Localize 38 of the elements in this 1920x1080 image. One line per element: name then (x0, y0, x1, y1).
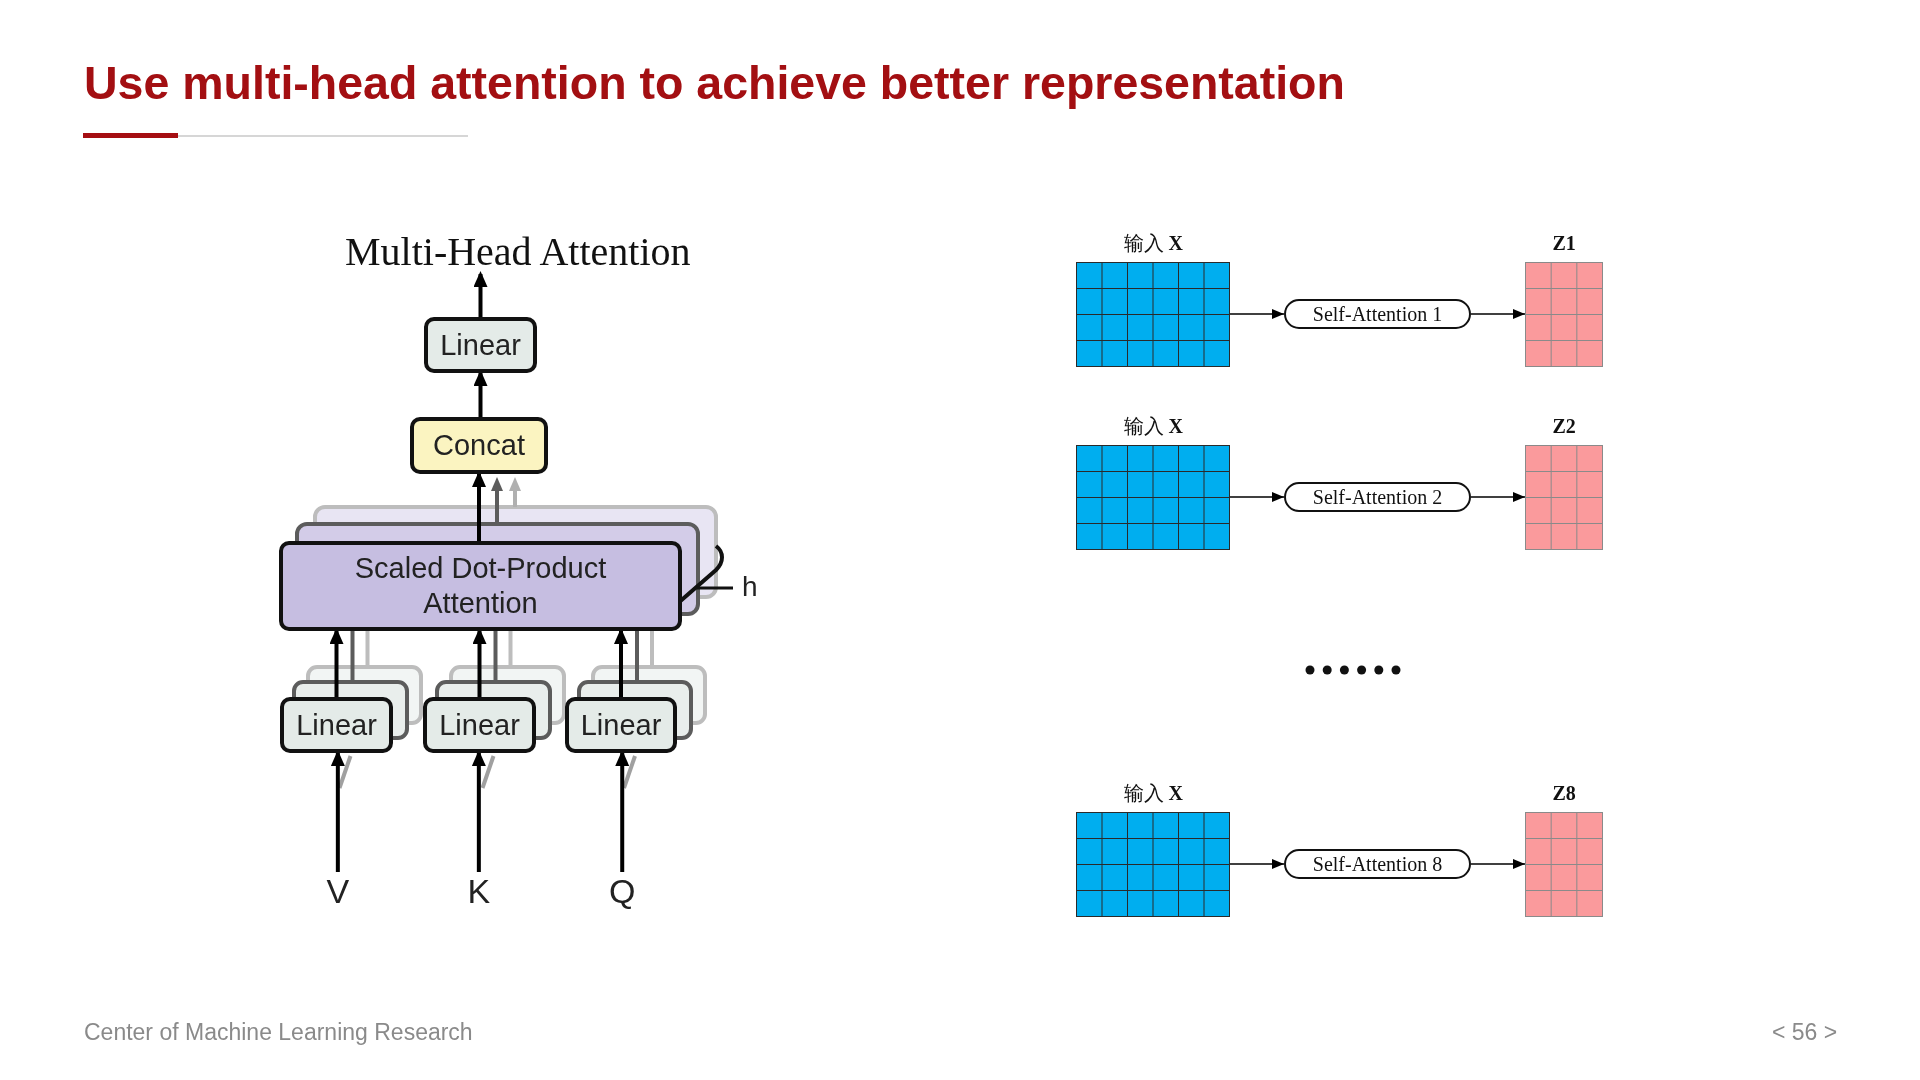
stack-count-label: h (742, 571, 758, 603)
input-label: K (467, 872, 491, 910)
slide-title: Use multi-head attention to achieve better representation (84, 56, 1345, 111)
arrow (1470, 859, 1526, 869)
input-label: Q (609, 872, 636, 910)
pill-box: Self-Attention 8 (1284, 849, 1471, 879)
arrow (330, 750, 345, 872)
arrow (473, 271, 488, 317)
matrix-label: 输入 X (1123, 414, 1183, 438)
matrix-label: Z1 (1552, 231, 1576, 255)
matrix-label: Z8 (1552, 781, 1576, 805)
page-number: < 56 > (1772, 1018, 1838, 1046)
arrow (1229, 309, 1285, 319)
layer-box: Linear (565, 697, 677, 753)
diagram-heading: Multi-Head Attention (345, 230, 691, 274)
arrow (473, 370, 488, 417)
arrow (471, 750, 486, 872)
arrow (1229, 492, 1285, 502)
pill-box: Self-Attention 1 (1284, 299, 1471, 329)
matrix-label: Z2 (1552, 414, 1576, 438)
matrix-label: 输入 X (1123, 781, 1183, 805)
footer-text: Center of Machine Learning Research (84, 1018, 473, 1046)
pill-box: Self-Attention 2 (1284, 482, 1471, 512)
layer-box: Linear (424, 317, 537, 373)
layer-box: Scaled Dot-Product Attention (279, 541, 682, 631)
arrow (1470, 492, 1526, 502)
layer-box: Linear (423, 697, 536, 753)
layer-box: Concat (410, 417, 548, 474)
layer-box: Linear (280, 697, 393, 753)
matrix-label: 输入 X (1123, 231, 1183, 255)
arrow (472, 471, 486, 541)
arrow (1229, 859, 1285, 869)
arrow (1470, 309, 1526, 319)
arrow (615, 750, 630, 872)
arrow (472, 628, 487, 697)
arrow (329, 628, 344, 697)
arrow (614, 628, 628, 697)
input-label: V (326, 872, 350, 910)
